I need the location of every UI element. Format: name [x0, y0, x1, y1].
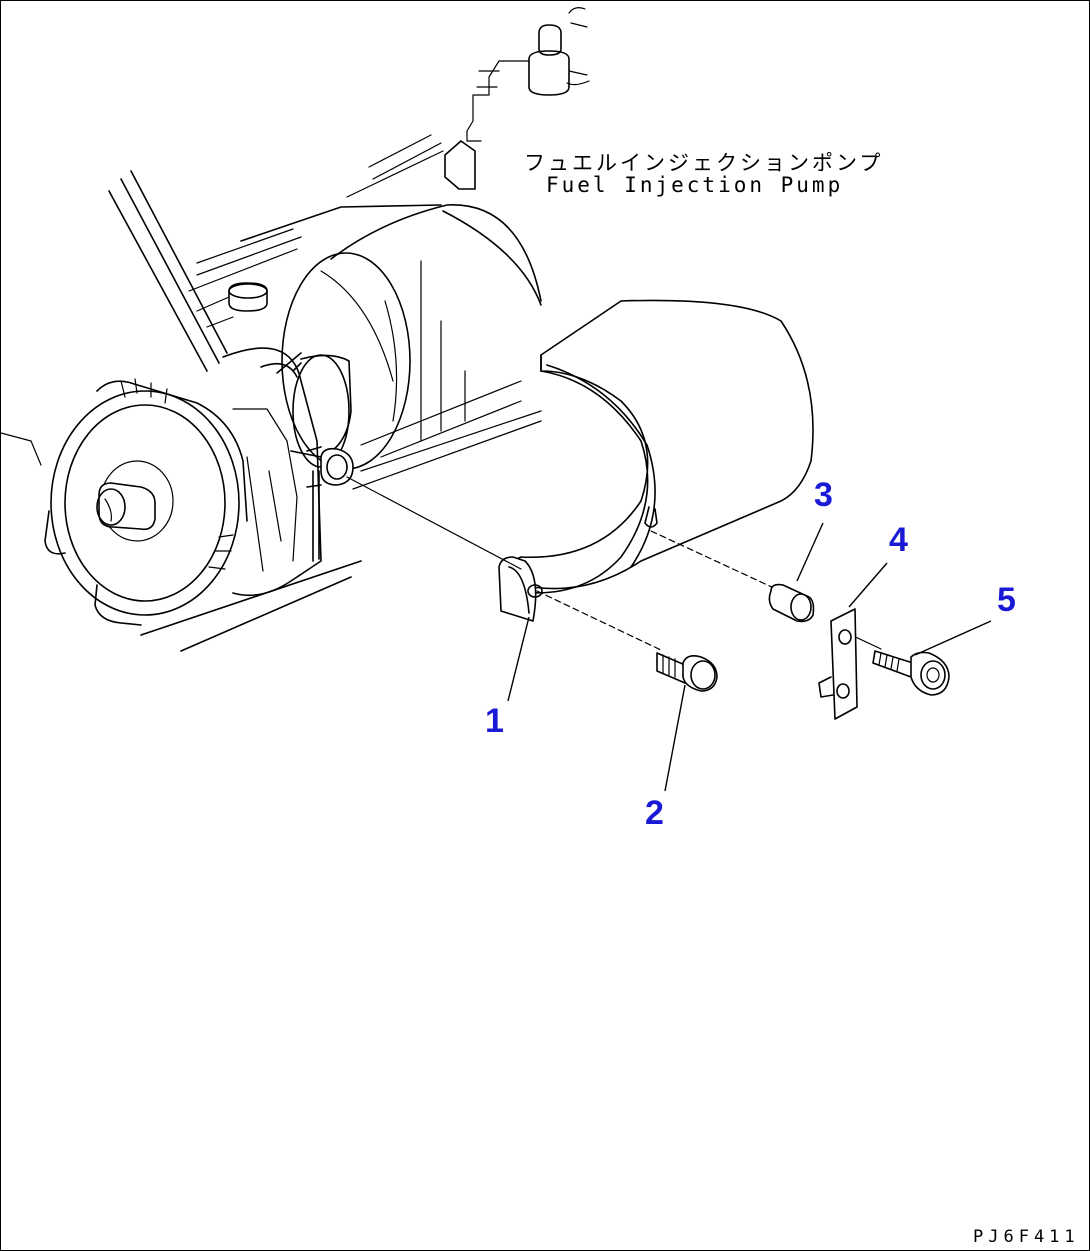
callout-number: 2 [645, 794, 664, 832]
callout-number: 3 [814, 476, 833, 514]
injector-fitting [466, 7, 590, 142]
heat-shield [498, 299, 814, 622]
mount-boss [306, 446, 354, 562]
callout-4: 4 [889, 523, 908, 557]
callout-number: 5 [997, 581, 1016, 619]
spacer-part-3 [768, 583, 815, 623]
top-bolt [228, 282, 268, 312]
callout-1: 1 [485, 704, 504, 738]
pump-label-english: Fuel Injection Pump [546, 173, 844, 197]
pump-label-japanese: フュエルインジェクションポンプ [524, 151, 884, 175]
plate-part-4 [818, 608, 858, 720]
callout-number: 1 [485, 702, 504, 740]
callout-5: 5 [997, 583, 1016, 617]
drive-gear [44, 347, 322, 626]
pump-body-outline [1, 134, 542, 652]
callout-3: 3 [814, 478, 833, 512]
drawing-code: PJ6F411 [973, 1227, 1080, 1247]
callout-number: 4 [889, 521, 908, 559]
bolt-part-5 [872, 650, 950, 696]
callout-2: 2 [645, 796, 664, 830]
callout-leaders [507, 522, 992, 792]
bolt-part-2 [656, 652, 718, 692]
